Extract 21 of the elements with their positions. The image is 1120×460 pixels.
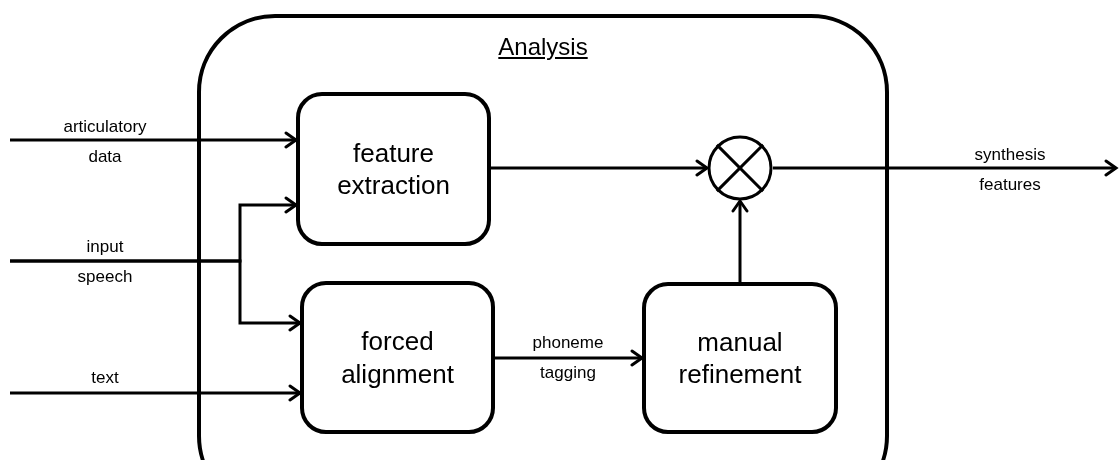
box-label: feature extraction [336, 136, 451, 202]
arrow [731, 199, 749, 282]
box-label: forced alignment [340, 325, 455, 390]
group-title: Analysis [498, 32, 588, 62]
arrow [491, 159, 709, 177]
arrow [773, 159, 1118, 177]
edge-label: phoneme tagging [532, 332, 604, 384]
arrow [10, 384, 302, 402]
group-container [197, 14, 889, 460]
box-label: manual refinement [677, 325, 803, 391]
process-box [642, 282, 838, 434]
arrow [10, 259, 302, 332]
process-box [296, 92, 491, 246]
process-box [300, 281, 495, 434]
arrow [10, 131, 298, 149]
multiplier-circle [707, 135, 773, 201]
edge-label: synthesis features [974, 144, 1046, 196]
edge-label: articulatory data [63, 116, 147, 168]
arrow [495, 349, 644, 367]
edge-label: text [91, 367, 119, 389]
edge-label: input speech [77, 236, 133, 288]
